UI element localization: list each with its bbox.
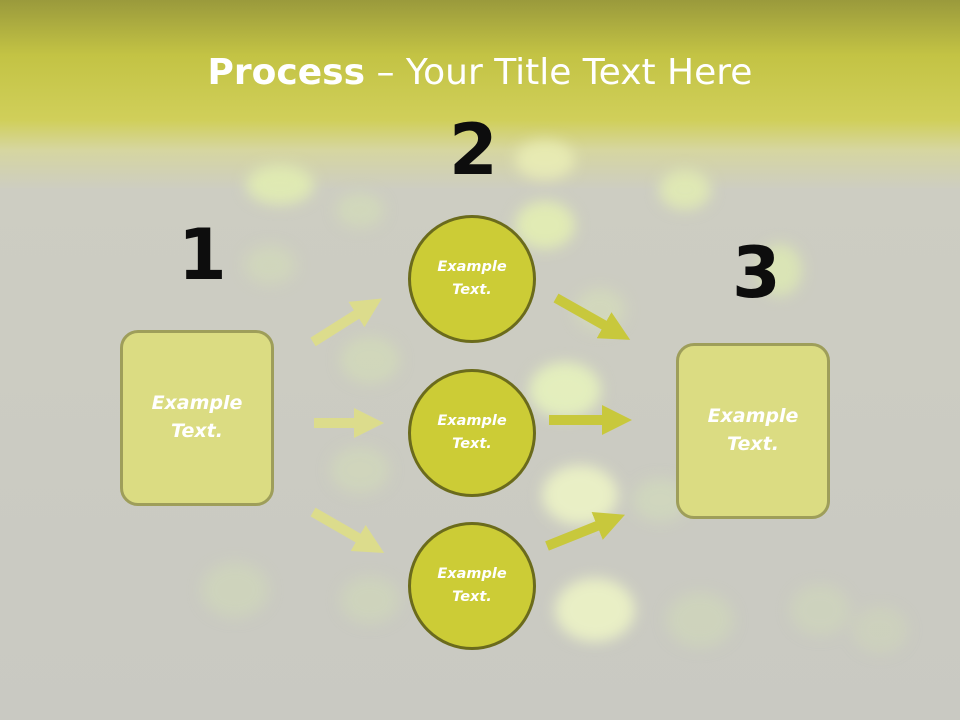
- step-2-circle-top: Example Text.: [408, 215, 536, 343]
- step-3-box: Example Text.: [676, 343, 830, 519]
- arrow-right-icon: [310, 507, 385, 553]
- step-2-circle-bottom: Example Text.: [408, 522, 536, 650]
- circle-label: Example Text.: [437, 258, 507, 298]
- step-number-3: 3: [732, 232, 781, 314]
- arrow-right-icon: [553, 293, 631, 340]
- slide-title: Process – Your Title Text Here: [0, 52, 960, 93]
- step-3-label: Example Text.: [707, 405, 799, 455]
- step-number-1: 1: [178, 214, 227, 296]
- step-2-circle-middle: Example Text.: [408, 369, 536, 497]
- arrow-right-icon: [310, 298, 382, 347]
- circle-label: Example Text.: [437, 412, 507, 452]
- step-1-box: Example Text.: [120, 330, 274, 506]
- step-number-2: 2: [449, 109, 498, 191]
- circle-label: Example Text.: [437, 565, 507, 605]
- title-rest: – Your Title Text Here: [365, 52, 753, 93]
- title-bold: Process: [207, 52, 366, 93]
- arrow-right-icon: [545, 512, 625, 551]
- step-1-label: Example Text.: [151, 392, 243, 442]
